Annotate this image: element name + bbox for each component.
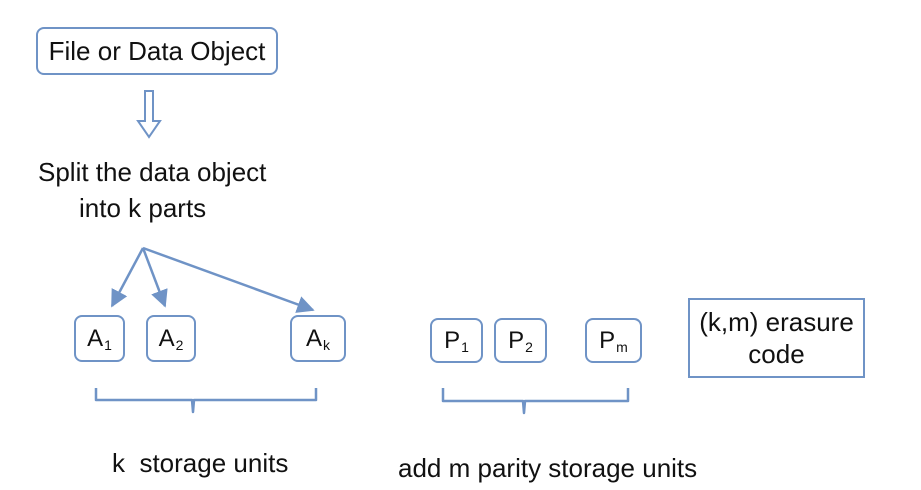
data-unit-a1-base: A <box>87 324 104 352</box>
split-arrow-a1 <box>110 247 145 308</box>
erasure-code-line1: (k,m) erasure <box>699 307 854 337</box>
split-caption-line2: into k parts <box>79 193 207 223</box>
source-box: File or Data Object <box>36 27 278 75</box>
data-unit-a2-sub: 2 <box>175 336 184 353</box>
split-arrow-ak <box>142 246 315 313</box>
data-unit-ak-base: A <box>305 324 322 352</box>
parity-group-brace <box>441 388 630 415</box>
parity-unit-pm-sub: m <box>616 338 628 355</box>
parity-unit-p2-sub: 2 <box>525 338 533 355</box>
parity-unit-p2-base: P <box>508 326 525 354</box>
split-arrows <box>110 246 315 313</box>
data-unit-a1-sub: 1 <box>104 336 112 353</box>
data-group-brace <box>94 388 318 414</box>
parity-unit-pm-base: P <box>599 326 616 354</box>
split-caption-line1: Split the data object <box>38 157 267 187</box>
source-box-label: File or Data Object <box>48 35 266 66</box>
split-arrow-a2 <box>141 247 168 308</box>
erasure-code-line2: code <box>748 339 805 369</box>
data-group-label: k storage units <box>112 448 289 478</box>
parity-group-label: add m parity storage units <box>398 453 698 483</box>
parity-unit-p1-base: P <box>444 326 461 354</box>
data-unit-ak-sub: k <box>323 336 330 353</box>
erasure-code-box: (k,m) erasure code <box>688 298 865 378</box>
hollow-down-arrow-icon <box>136 90 162 139</box>
parity-unit-p1-sub: 1 <box>461 338 469 355</box>
data-unit-a2-base: A <box>158 324 175 352</box>
